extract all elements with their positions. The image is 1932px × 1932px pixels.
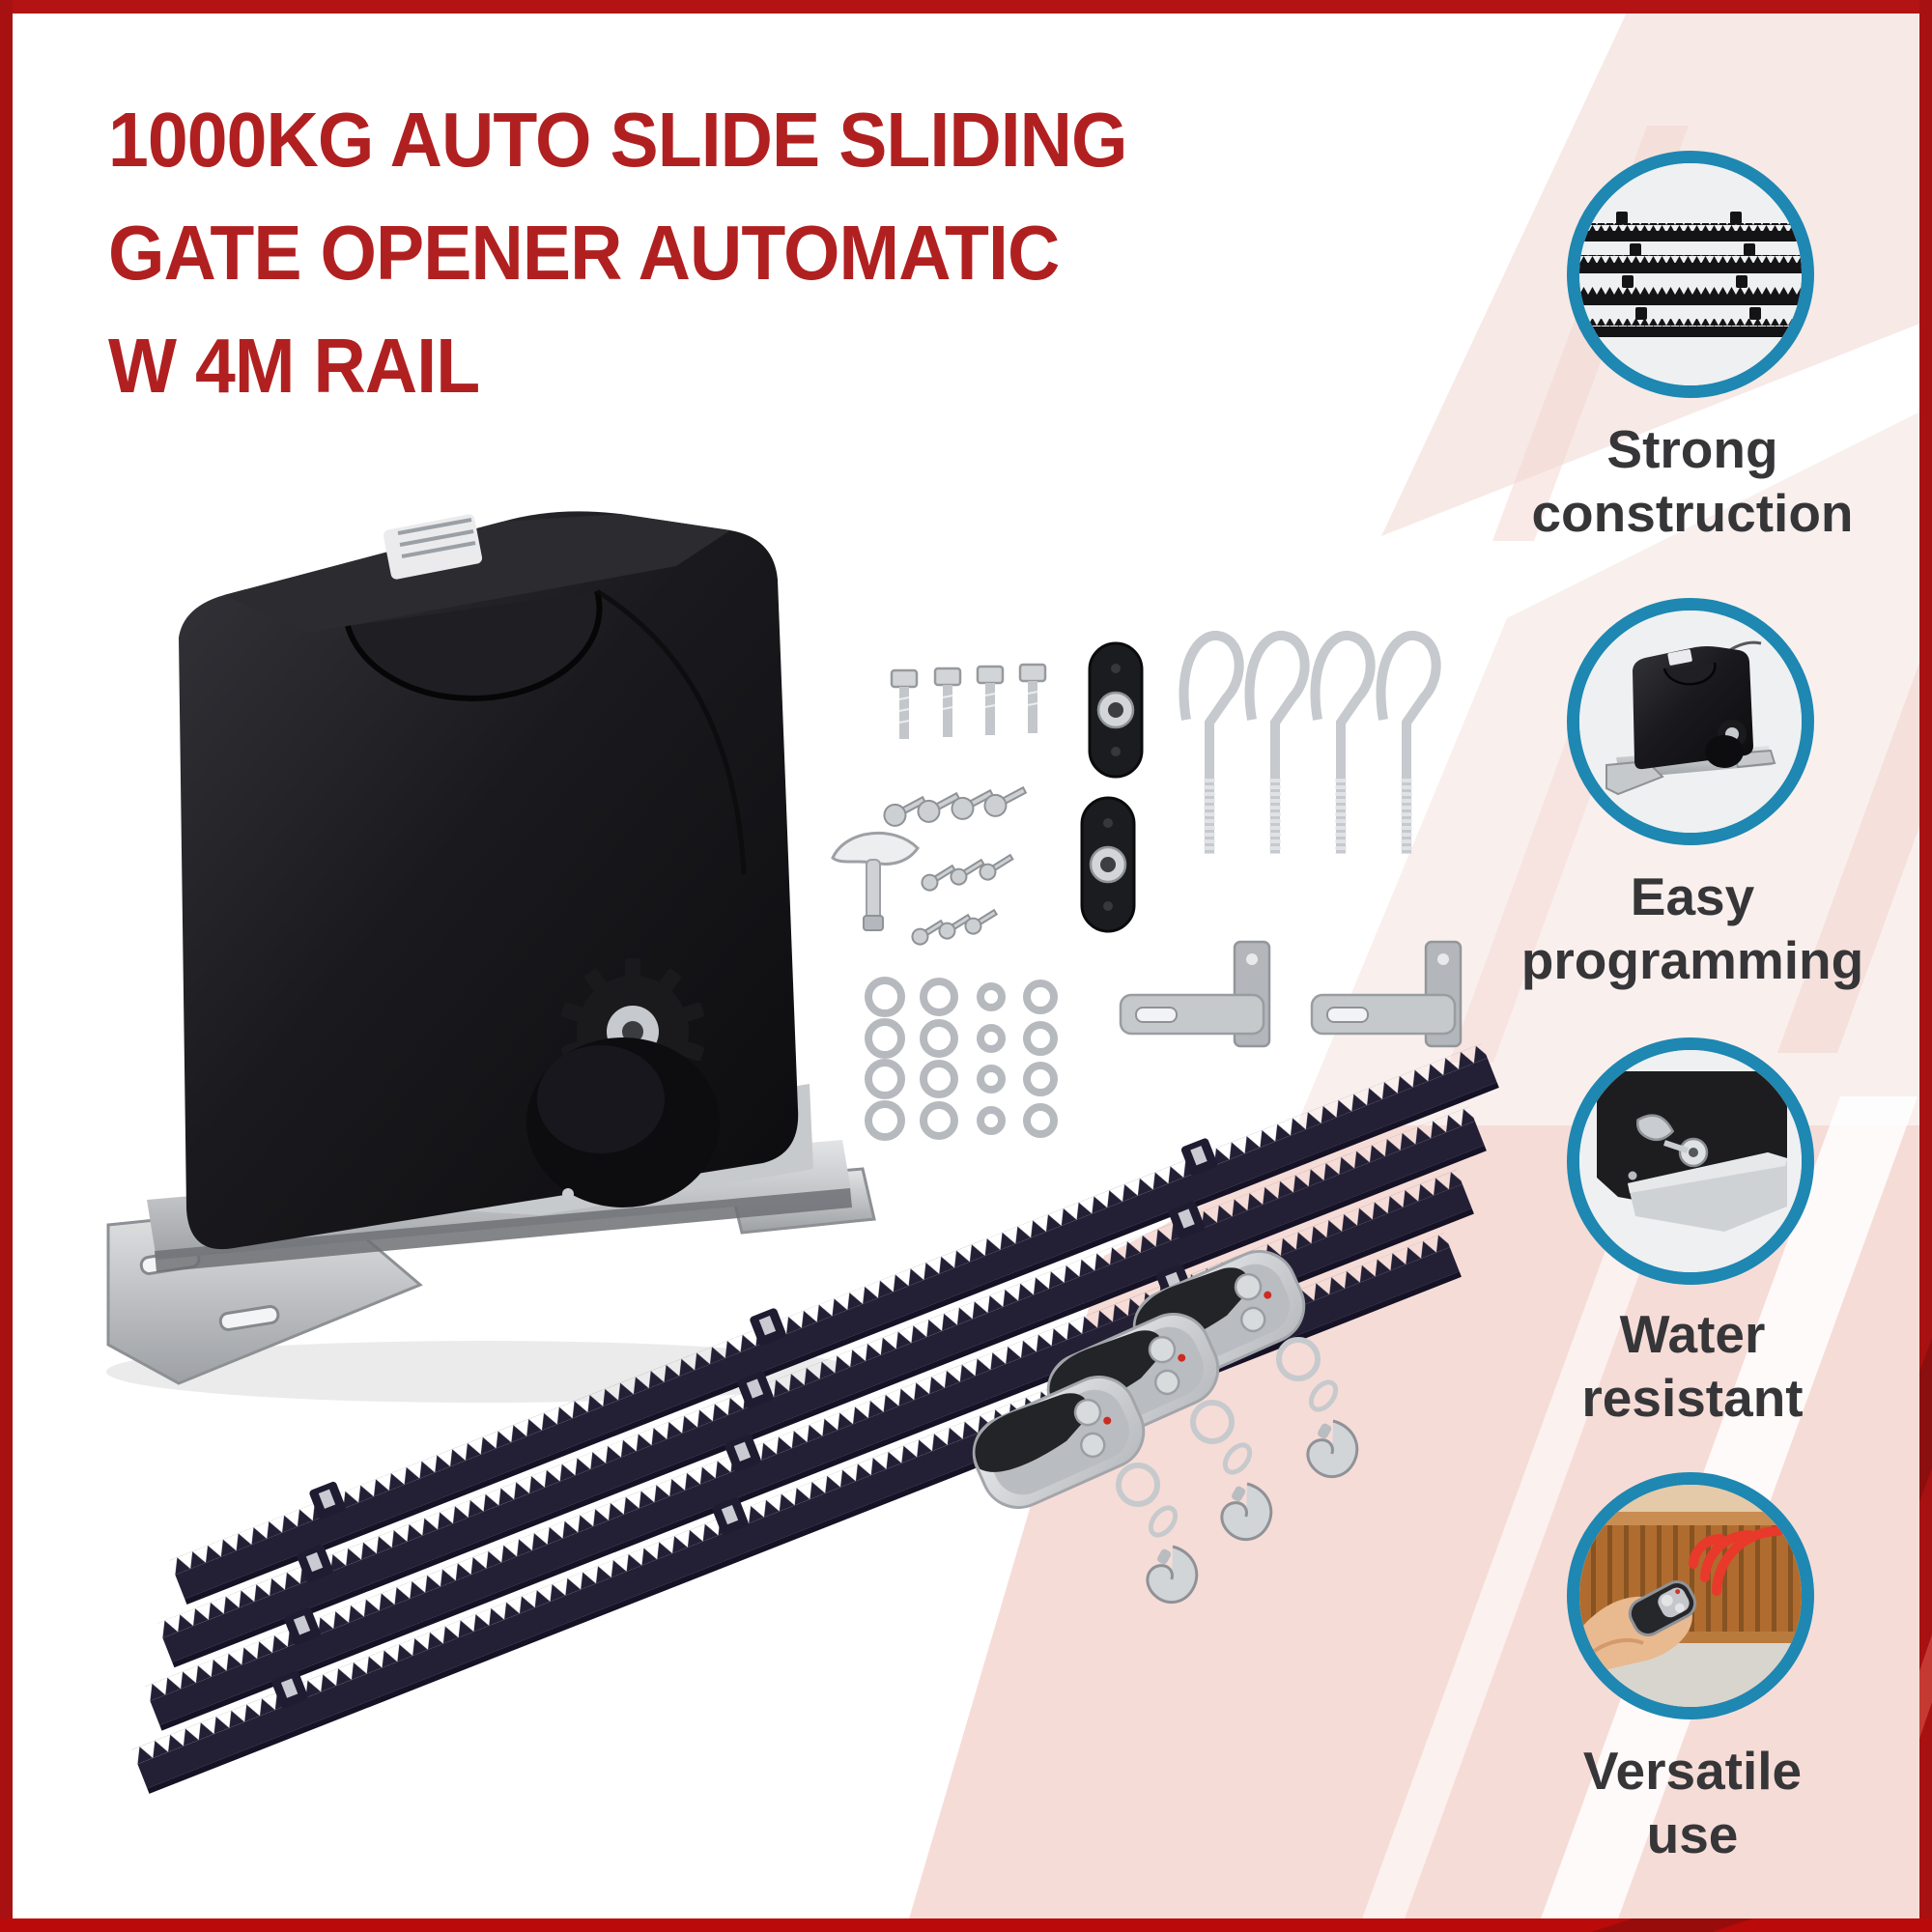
wifi-signal-icon: [1689, 1526, 1783, 1596]
product-title-line-3: W 4M RAIL: [108, 323, 480, 409]
washer-set: [865, 977, 1058, 1141]
feature-label-versatile-use: Versatile use: [1459, 1739, 1926, 1866]
remote-signal-photo-icon: [1579, 1485, 1802, 1707]
product-title: 1000KG AUTO SLIDE SLIDING GATE OPENER AU…: [108, 83, 1307, 422]
feature-label-line: Versatile: [1582, 1741, 1803, 1801]
feature-label-line: resistant: [1581, 1368, 1804, 1428]
product-title-line-1: 1000KG AUTO SLIDE SLIDING: [108, 97, 1128, 183]
feature-label-water-resistant: Water resistant: [1459, 1302, 1926, 1430]
feature-circle-versatile-use: [1567, 1472, 1814, 1719]
feature-label-line: Easy: [1630, 867, 1755, 926]
feature-label-line: Strong: [1606, 419, 1778, 479]
feature-label-line: programming: [1520, 930, 1864, 990]
feature-label-strong-construction: Strong construction: [1459, 417, 1926, 545]
feature-label-line: Water: [1619, 1304, 1766, 1364]
hook-anchor-bolts: [1179, 631, 1441, 854]
limit-switch-stops: [1080, 641, 1144, 933]
feature-label-line: construction: [1531, 483, 1854, 543]
bolts: [890, 663, 1047, 739]
limit-switch-plates: [1119, 940, 1463, 1048]
gear-rack-photo-icon: [1579, 163, 1802, 385]
screws: [883, 785, 1028, 946]
feature-circle-water-resistant: [1567, 1037, 1814, 1285]
feature-circle-strong-construction: [1567, 151, 1814, 398]
feature-label-line: use: [1646, 1804, 1739, 1864]
release-key-photo-icon: [1579, 1050, 1802, 1272]
product-title-line-2: GATE OPENER AUTOMATIC: [108, 210, 1060, 296]
feature-label-easy-programming: Easy programming: [1459, 865, 1926, 992]
gate-motor-photo-icon: [1579, 611, 1802, 833]
release-key: [831, 831, 920, 931]
mounting-hardware-kit: [831, 631, 1463, 1141]
feature-circle-easy-programming: [1567, 598, 1814, 845]
